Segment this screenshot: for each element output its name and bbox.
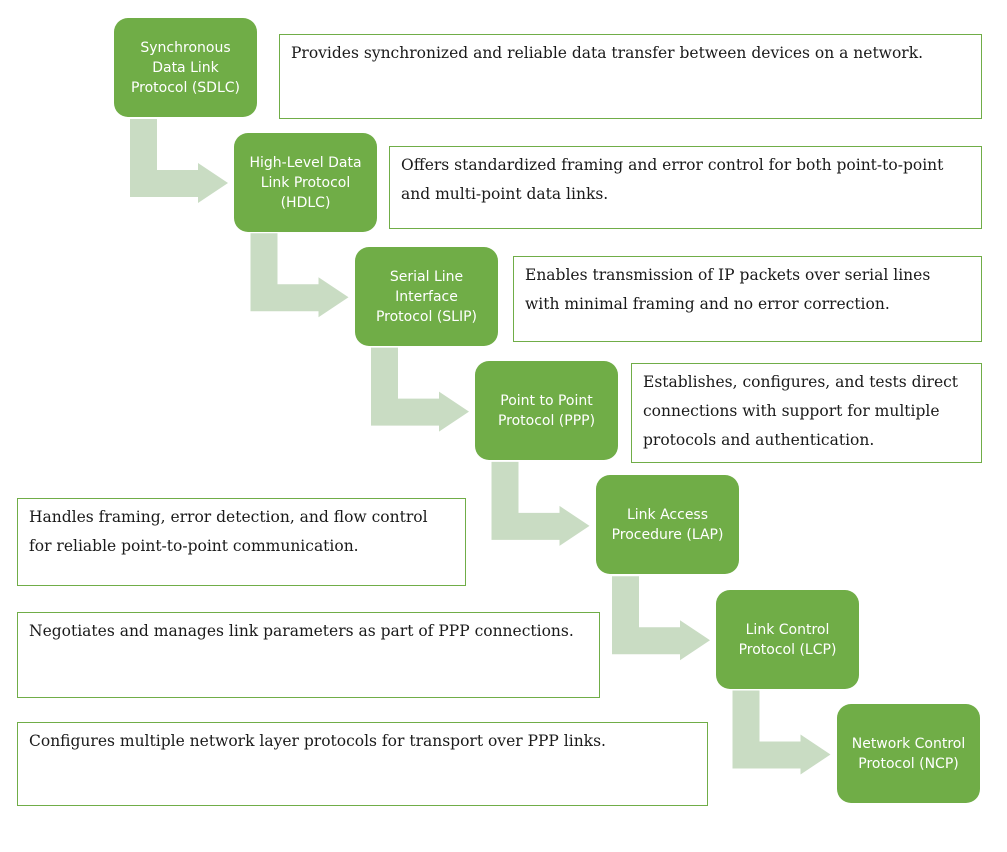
node-line: Serial Line xyxy=(389,268,464,285)
node-line: Link Access xyxy=(626,506,709,523)
node-line: Protocol (PPP) xyxy=(497,412,596,429)
node-line: Link Protocol xyxy=(260,174,351,191)
bent-arrow-icon xyxy=(732,690,831,775)
description-text: Configures multiple network layer protoc… xyxy=(29,732,606,750)
description-text: Provides synchronized and reliable data … xyxy=(291,44,924,62)
description-lap: Handles framing, error detection, and fl… xyxy=(17,498,466,586)
bent-arrow-icon xyxy=(130,119,228,203)
node-line: Interface xyxy=(395,288,458,305)
bent-arrow-icon xyxy=(371,347,469,432)
node-line: (HDLC) xyxy=(280,194,331,211)
node-line: Link Control xyxy=(745,621,830,638)
description-text: Establishes, configures, and tests direc… xyxy=(643,373,959,449)
bent-arrow-icon xyxy=(250,233,349,318)
node-line: Protocol (NCP) xyxy=(858,755,959,772)
node-line: Protocol (SLIP) xyxy=(375,308,478,325)
description-ncp: Configures multiple network layer protoc… xyxy=(17,722,708,806)
description-hdlc: Offers standardized framing and error co… xyxy=(389,146,982,229)
node-line: Protocol (SDLC) xyxy=(130,79,241,96)
node-line: High-Level Data xyxy=(249,154,362,171)
node-line: Protocol (LCP) xyxy=(738,641,837,658)
node-line: Procedure (LAP) xyxy=(611,526,724,543)
bent-arrow-icon xyxy=(491,461,590,546)
node-line: Synchronous xyxy=(140,39,231,56)
description-sdlc: Provides synchronized and reliable data … xyxy=(279,34,982,119)
node-line: Point to Point xyxy=(500,392,593,409)
description-text: Enables transmission of IP packets over … xyxy=(525,266,931,313)
node-line: Data Link xyxy=(152,59,219,76)
description-text: Offers standardized framing and error co… xyxy=(401,156,944,203)
description-ppp: Establishes, configures, and tests direc… xyxy=(631,363,982,463)
node-line: Network Control xyxy=(851,735,966,752)
bent-arrow-icon xyxy=(612,576,710,661)
description-text: Negotiates and manages link parameters a… xyxy=(29,622,574,640)
description-text: Handles framing, error detection, and fl… xyxy=(29,508,428,555)
description-slip: Enables transmission of IP packets over … xyxy=(513,256,982,342)
description-lcp: Negotiates and manages link parameters a… xyxy=(17,612,600,698)
